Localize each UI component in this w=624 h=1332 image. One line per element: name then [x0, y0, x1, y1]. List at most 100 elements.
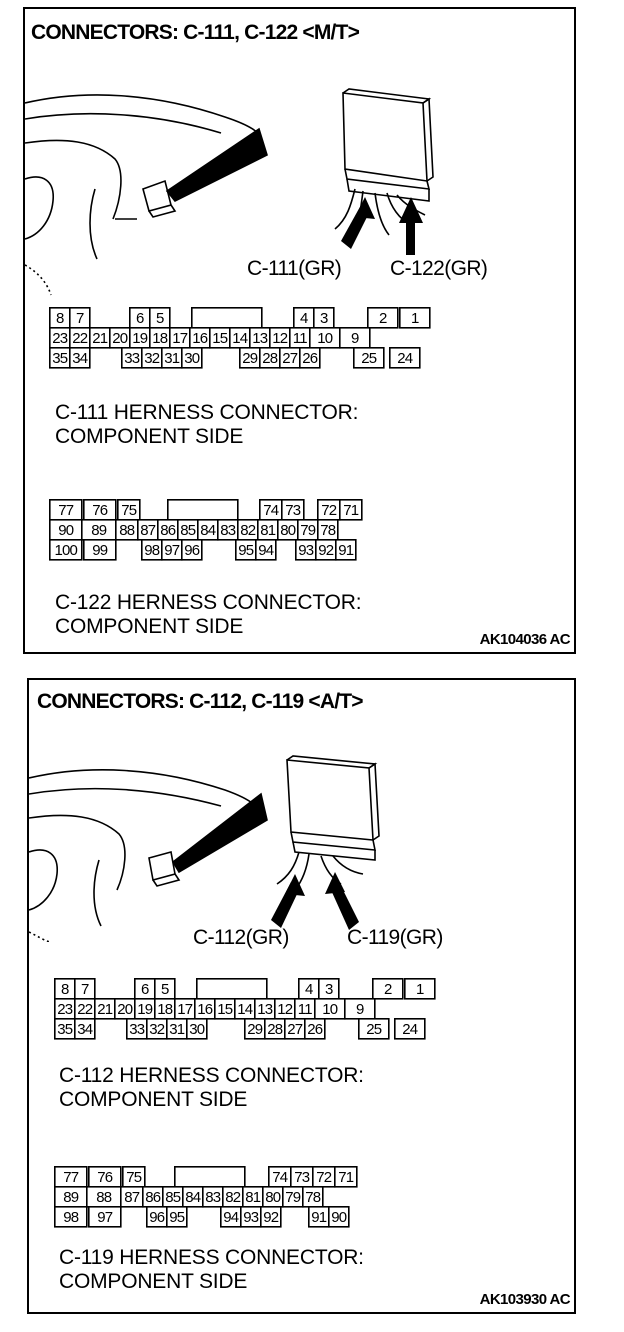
- pin-cell: [82, 538, 117, 561]
- pin-number: 29: [242, 350, 258, 367]
- pin-number: 1: [416, 981, 424, 998]
- pin-number: 100: [54, 542, 77, 559]
- pin-cell: [54, 1205, 88, 1228]
- connector-caption: C-112 HERNESS CONNECTOR: COMPONENT SIDE: [59, 1064, 364, 1111]
- pin-number: 89: [63, 1189, 79, 1206]
- pin-number: 13: [257, 1001, 273, 1018]
- pin-number: 16: [197, 1001, 213, 1018]
- pin-number: 89: [91, 522, 107, 539]
- pin-number: 4: [305, 981, 313, 998]
- pin-number: 95: [238, 542, 254, 559]
- pin-number: 86: [145, 1189, 161, 1206]
- pin-number: 97: [97, 1209, 113, 1226]
- pin-number: 96: [184, 542, 200, 559]
- pin-number: 8: [56, 310, 64, 327]
- pin-number: 99: [92, 542, 108, 559]
- pin-number: 11: [293, 330, 307, 347]
- pin-number: 31: [164, 350, 180, 367]
- pin-number: 21: [97, 1001, 113, 1018]
- pin-number: 79: [300, 522, 316, 539]
- connector-panel-mt: CONNECTORS: C-111, C-122 <M/T>: [23, 7, 576, 654]
- pin-number: 81: [245, 1189, 261, 1206]
- pin-number: 85: [165, 1189, 181, 1206]
- callout-label: C-122(GR): [390, 257, 488, 280]
- pin-number: 18: [157, 1001, 173, 1018]
- pin-number: 71: [343, 502, 359, 519]
- pin-number: 81: [260, 522, 276, 539]
- pin-number: 73: [294, 1169, 310, 1186]
- pin-number: 88: [119, 522, 135, 539]
- callout-label: C-119(GR): [347, 926, 443, 949]
- pin-number: 33: [129, 1021, 145, 1038]
- dashboard-illustration: [25, 88, 434, 296]
- pin-number: 32: [144, 350, 160, 367]
- figure-id: AK103930 AC: [479, 1291, 571, 1308]
- pin-cell: [304, 1017, 326, 1040]
- pin-number: 86: [160, 522, 176, 539]
- pin-number: 5: [161, 981, 169, 998]
- pin-number: 6: [141, 981, 149, 998]
- pin-cell: [357, 1017, 390, 1040]
- connector-caption: C-122 HERNESS CONNECTOR: COMPONENT SIDE: [55, 591, 362, 638]
- pin-number: 72: [316, 1169, 332, 1186]
- pin-number: 83: [220, 522, 236, 539]
- pin-number: 95: [169, 1209, 185, 1226]
- pin-cell: [393, 1017, 426, 1040]
- pin-cell: [166, 1205, 188, 1228]
- figure-id: AK104036 AC: [479, 631, 571, 648]
- pin-number: 97: [164, 542, 180, 559]
- pin-number: 30: [189, 1021, 205, 1038]
- pin-cell: [403, 978, 436, 1000]
- pin-number: 23: [57, 1001, 73, 1018]
- pin-number: 91: [338, 542, 354, 559]
- pin-number: 76: [97, 1169, 113, 1186]
- pin-number: 33: [124, 350, 140, 367]
- pin-number: 35: [52, 350, 68, 367]
- pin-number: 17: [172, 330, 188, 347]
- pin-cell: [352, 346, 385, 369]
- pin-number: 2: [384, 981, 392, 998]
- pin-number: 78: [320, 522, 336, 539]
- pin-number: 19: [137, 1001, 153, 1018]
- pin-number: 14: [237, 1001, 253, 1018]
- pin-number: 93: [243, 1209, 259, 1226]
- pin-number: 28: [262, 350, 278, 367]
- pin-number: 22: [77, 1001, 93, 1018]
- pin-number: 20: [112, 330, 128, 347]
- pin-number: 79: [285, 1189, 301, 1206]
- connector-caption: C-111 HERNESS CONNECTOR: COMPONENT SIDE: [55, 401, 359, 448]
- pin-number: 87: [140, 522, 156, 539]
- pin-number: 1: [411, 310, 419, 327]
- pin-cell: [181, 346, 203, 369]
- pin-number: 9: [356, 1001, 364, 1018]
- pin-number: 5: [156, 310, 164, 327]
- pin-cell: [49, 538, 83, 561]
- pin-number: 82: [225, 1189, 241, 1206]
- pin-number: 23: [52, 330, 68, 347]
- pin-number: 27: [287, 1021, 303, 1038]
- dashboard-illustration: [29, 755, 380, 942]
- panel-title: CONNECTORS: C-112, C-119 <A/T>: [37, 690, 364, 713]
- pin-number: 94: [258, 542, 274, 559]
- pin-cell: [196, 978, 268, 1000]
- pin-cell: [186, 1017, 208, 1040]
- pin-number: 35: [57, 1021, 73, 1038]
- pin-number: 7: [76, 310, 84, 327]
- pin-number: 76: [92, 502, 108, 519]
- callout-label: C-112(GR): [193, 926, 289, 949]
- pin-number: 4: [300, 310, 308, 327]
- pin-number: 8: [61, 981, 69, 998]
- pin-number: 96: [149, 1209, 165, 1226]
- pin-number: 34: [72, 350, 88, 367]
- pin-number: 85: [180, 522, 196, 539]
- pin-number: 21: [92, 330, 108, 347]
- pin-number: 25: [361, 350, 377, 367]
- pin-number: 9: [351, 330, 359, 347]
- pin-number: 93: [298, 542, 314, 559]
- pin-number: 98: [144, 542, 160, 559]
- pin-cell: [181, 538, 203, 561]
- pin-number: 78: [305, 1189, 321, 1206]
- pin-cell: [174, 1166, 246, 1188]
- pin-cell: [398, 307, 431, 329]
- pin-number: 28: [267, 1021, 283, 1038]
